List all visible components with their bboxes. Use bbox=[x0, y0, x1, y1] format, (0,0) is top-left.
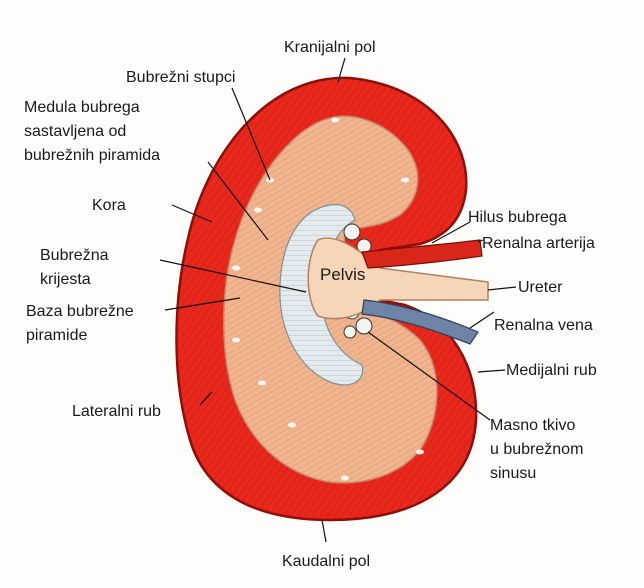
label-masno-line-3: sinusu bbox=[490, 465, 536, 482]
label-masno-line-2: u bubrežnom bbox=[490, 441, 583, 458]
label-kranijalni-pol: Kranijalni pol bbox=[284, 39, 376, 56]
label-renalna-arterija: Renalna arterija bbox=[482, 235, 595, 252]
label-medijalni-rub: Medijalni rub bbox=[506, 362, 597, 379]
label-baza-line-1: Baza bubrežne bbox=[26, 303, 134, 320]
label-lateralni-rub: Lateralni rub bbox=[72, 403, 161, 420]
label-hilus: Hilus bubrega bbox=[468, 209, 567, 226]
label-medula-line-2: sastavljena od bbox=[24, 123, 126, 140]
label-bubrezni-stupci: Bubrežni stupci bbox=[126, 69, 235, 86]
label-ureter: Ureter bbox=[518, 279, 563, 296]
label-pelvis: Pelvis bbox=[320, 265, 365, 284]
label-bubrezna-krijesta-line-2: krijesta bbox=[40, 271, 91, 288]
label-kora: Kora bbox=[92, 197, 126, 214]
label-bubrezna-krijesta-line-1: Bubrežna bbox=[40, 247, 109, 264]
label-baza-line-2: piramide bbox=[26, 327, 87, 344]
label-masno-line-1: Masno tkivo bbox=[490, 417, 575, 434]
label-renalna-vena: Renalna vena bbox=[494, 317, 593, 334]
label-medula-line-1: Medula bubrega bbox=[24, 99, 140, 116]
label-medula-line-3: bubrežnih piramida bbox=[24, 147, 160, 164]
label-kaudalni-pol: Kaudalni pol bbox=[282, 553, 370, 570]
